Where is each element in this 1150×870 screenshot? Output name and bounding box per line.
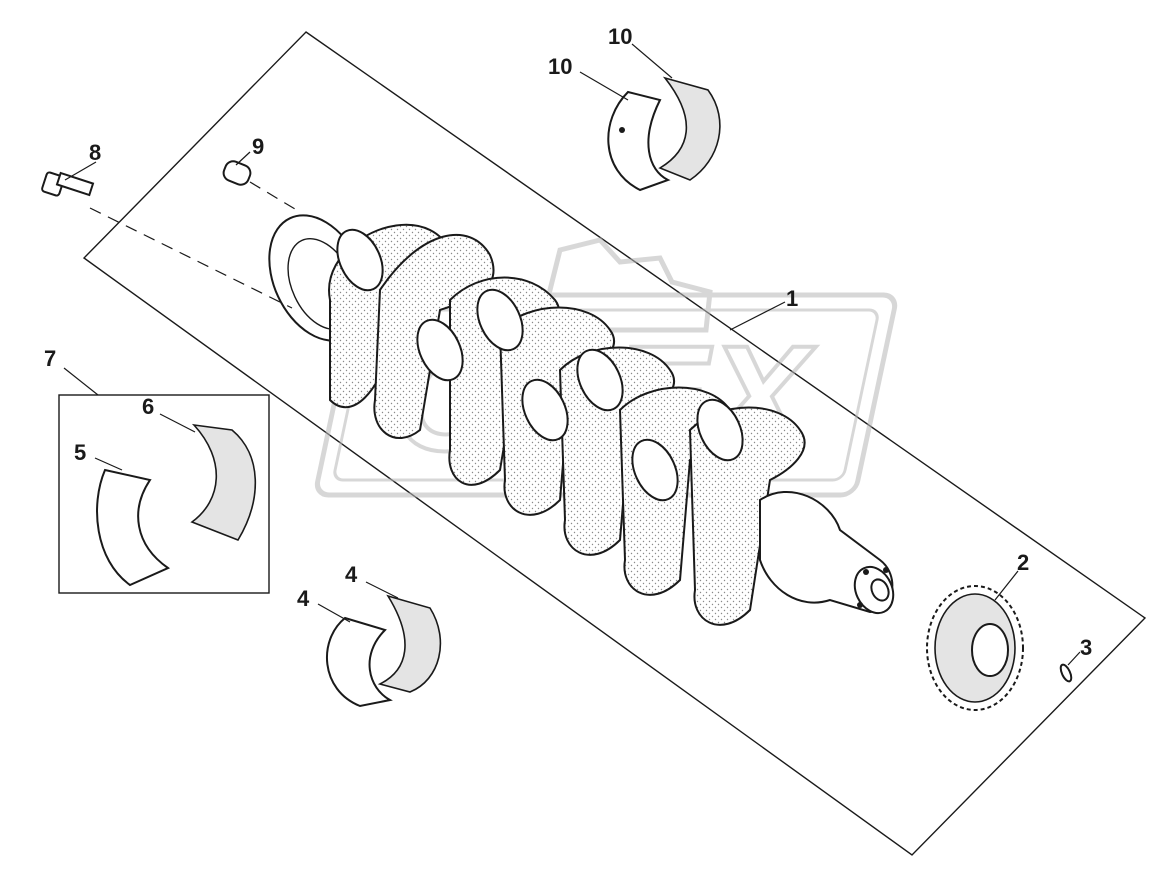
- main-bearing-shell-4b: [326, 616, 393, 708]
- crank-web-7: [688, 406, 806, 626]
- leader-lines: [63, 43, 1081, 666]
- thrust-set-frame: [58, 394, 270, 594]
- main-journal-4: [696, 398, 744, 462]
- callout-4a: 4: [345, 562, 358, 587]
- callout-5: 5: [74, 440, 86, 465]
- thrust-shell-upper: [190, 423, 257, 541]
- callout-7: 7: [44, 346, 56, 371]
- callout-10a: 10: [608, 24, 632, 49]
- main-journal-3: [576, 348, 624, 412]
- main-journal-1: [336, 228, 384, 292]
- flange-bolt: [41, 171, 95, 197]
- thrust-bearing-shells: [96, 423, 257, 587]
- main-bearing-shell-4a: [377, 594, 442, 693]
- callout-8: 8: [89, 140, 101, 165]
- callout-1: 1: [786, 286, 798, 311]
- callout-10b: 10: [548, 54, 572, 79]
- callout-4b: 4: [297, 586, 310, 611]
- woodruff-key: [1059, 663, 1073, 683]
- main-bearing-lower-shell: [607, 90, 671, 192]
- main-bearing-shells: [607, 76, 721, 192]
- gear-bore: [971, 623, 1009, 677]
- callout-6: 6: [142, 394, 154, 419]
- crankpin-3: [631, 438, 679, 502]
- dowel-pin: [222, 160, 252, 186]
- bolt-alignment-line: [89, 207, 293, 309]
- main-bearing-upper-shell: [658, 76, 721, 181]
- callout-9: 9: [252, 134, 264, 159]
- thrust-shell-lower: [96, 468, 171, 587]
- main-journal-2: [476, 288, 524, 352]
- pin-alignment-line: [249, 181, 301, 213]
- callout-3: 3: [1080, 635, 1092, 660]
- main-bearing-shells-lower: [326, 594, 442, 708]
- callout-2: 2: [1017, 550, 1029, 575]
- crankpin-2: [521, 378, 569, 442]
- callouts: 1 2 3 4 4 5 6 7 8 9 10 10: [44, 24, 1092, 660]
- crankshaft: [268, 214, 895, 626]
- assembly-frame: [82, 31, 1147, 856]
- crankshaft-gear: [926, 585, 1024, 711]
- crankpin-1: [416, 318, 464, 382]
